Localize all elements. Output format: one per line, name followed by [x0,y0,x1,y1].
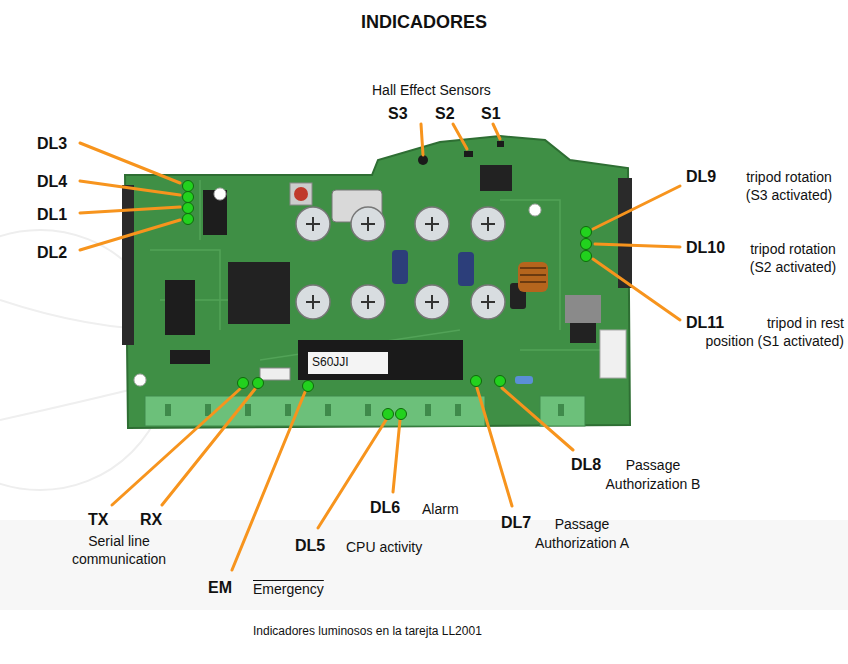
section-heading: Hall Effect Sensors [372,81,491,99]
led-callout: DL3 [37,134,67,153]
led-callout: DL7 [501,513,531,532]
signal-name: RX [140,510,162,529]
led-description: Passage Authorization B [595,456,711,494]
signal-name: TX [88,510,108,529]
sensor-name: S2 [435,104,455,123]
led-callout: DL9 [686,167,716,186]
component-marking: S60JJI [312,355,349,370]
sensor-name: S3 [388,104,408,123]
led-description: CPU activity [346,538,422,556]
sensor-name: S1 [481,104,501,123]
led-callout: DL6 [370,498,400,517]
led-callout: DL2 [37,243,67,262]
led-description: Alarm [422,500,459,518]
signal-name: EM [208,578,232,597]
led-description: Passage Authorization A [524,515,640,553]
led-callout: DL8 [571,455,601,474]
led-callout: DL4 [37,172,67,191]
led-callout: DL5 [295,536,325,555]
led-callout: DL11 [686,313,724,332]
led-description: tripod in rest position (S1 activated) [682,314,844,350]
led-description: tripod rotation (S2 activated) [740,240,846,276]
figure-caption: Indicadores luminosos en la tarejta LL20… [253,624,482,639]
signal-description: Emergency [253,580,324,598]
led-callout: DL10 [686,238,725,257]
page-title: INDICADORES [361,11,487,33]
led-callout: DL1 [37,205,67,224]
led-description: tripod rotation (S3 activated) [735,168,843,204]
signal-description: Serial line communication [58,532,180,568]
